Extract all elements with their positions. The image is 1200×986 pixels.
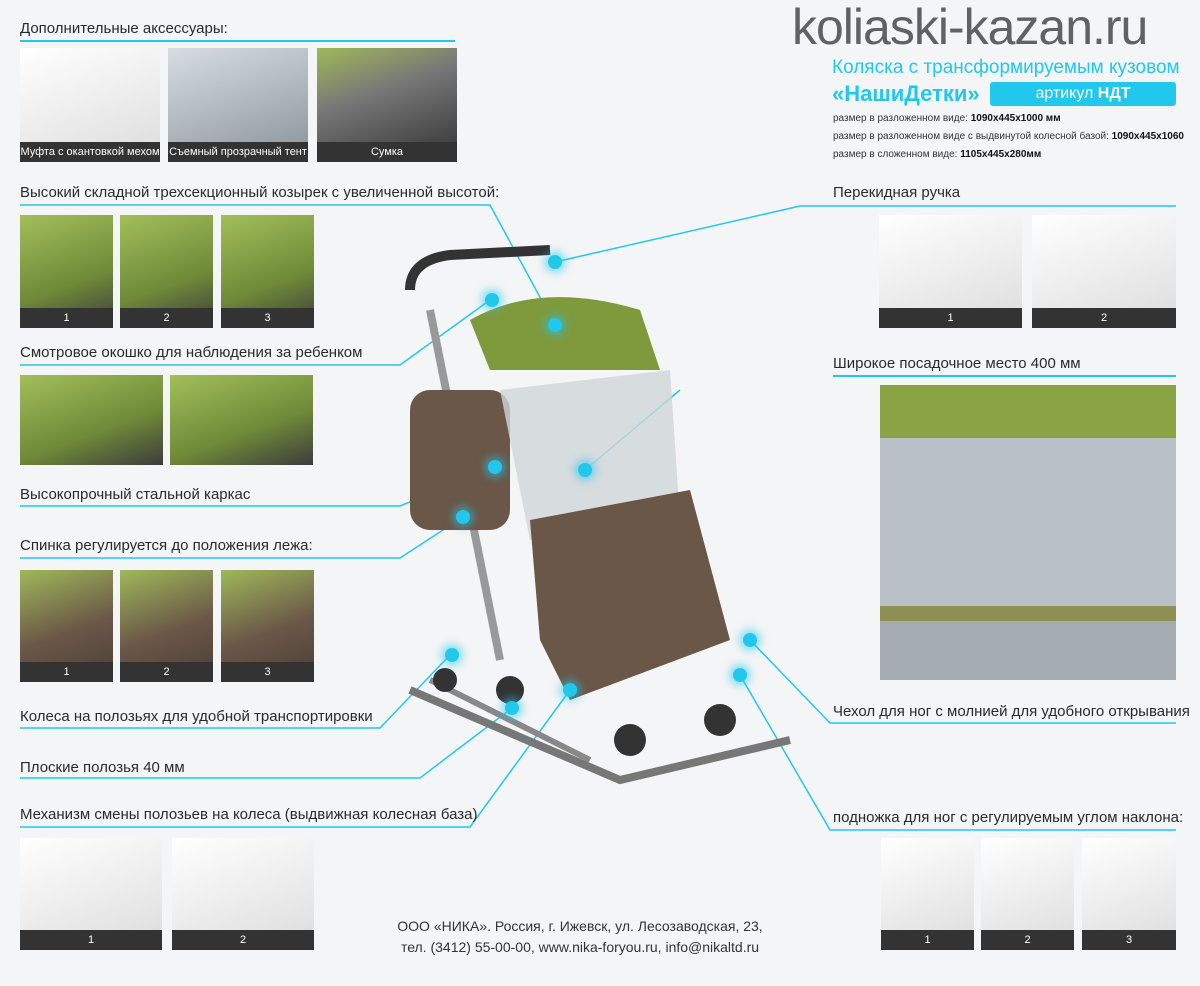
caption: Муфта с окантовкой мехом: [20, 142, 160, 162]
visor-image-1: 1: [20, 215, 113, 328]
stroller-sled-image: [405, 245, 791, 785]
hotspot-window[interactable]: [485, 293, 499, 307]
divider: [833, 375, 1176, 377]
accessory-muff-image: Муфта с окантовкой мехом: [20, 48, 160, 162]
backrest-title: Спинка регулируется до положения лежа:: [20, 537, 313, 554]
footrest-image-1: 1: [881, 838, 974, 950]
spec-extended: размер в разложенном виде с выдвинутой к…: [833, 131, 1184, 142]
mechanism-image-1: 1: [20, 838, 162, 950]
caption: 3: [221, 662, 314, 682]
caption: 2: [120, 662, 213, 682]
caption: 2: [172, 930, 314, 950]
article-label: артикул: [1035, 85, 1094, 102]
caption: Сумка: [317, 142, 457, 162]
wheels-title: Колеса на полозьях для удобной транспорт…: [20, 708, 373, 725]
hotspot-backrest[interactable]: [456, 510, 470, 524]
hotspot-frame[interactable]: [488, 460, 502, 474]
hotspot-visor[interactable]: [548, 318, 562, 332]
caption: 1: [879, 308, 1022, 328]
caption: 1: [20, 308, 113, 328]
caption: 3: [1082, 930, 1176, 950]
window-image-closed: [20, 375, 163, 465]
mechanism-image-2: 2: [172, 838, 314, 950]
spec-unfolded: размер в разложенном виде: 1090x445x1000…: [833, 113, 1061, 124]
product-name: «НашиДетки»: [832, 81, 980, 106]
caption: 2: [120, 308, 213, 328]
window-title: Смотровое окошко для наблюдения за ребен…: [20, 344, 363, 361]
hotspot-cover[interactable]: [743, 633, 757, 647]
accessory-raincover-image: Съемный прозрачный тент: [168, 48, 308, 162]
seat-image: [880, 385, 1176, 680]
handle-title: Перекидная ручка: [833, 184, 961, 201]
divider: [20, 40, 455, 42]
backrest-image-3: 3: [221, 570, 314, 682]
caption: 2: [981, 930, 1074, 950]
caption: 3: [221, 308, 314, 328]
footrest-image-2: 2: [981, 838, 1074, 950]
caption: 1: [20, 930, 162, 950]
backrest-image-1: 1: [20, 570, 113, 682]
hotspot-footrest[interactable]: [733, 668, 747, 682]
hotspot-handle[interactable]: [548, 255, 562, 269]
hotspot-seat[interactable]: [578, 463, 592, 477]
footer-contacts[interactable]: тел. (3412) 55-00-00, www.nika-foryou.ru…: [400, 939, 760, 955]
cover-title: Чехол для ног с молнией для удобного отк…: [833, 703, 1190, 720]
visor-image-2: 2: [120, 215, 213, 328]
handle-image-2: 2: [1032, 215, 1176, 328]
caption: 1: [881, 930, 974, 950]
footer: ООО «НИКА». Россия, г. Ижевск, ул. Лесоз…: [340, 916, 820, 958]
article-badge: артикул НДТ: [990, 82, 1176, 106]
footrest-title: подножка для ног с регулируемым углом на…: [833, 809, 1184, 826]
watermark: koliaski-kazan.ru: [792, 0, 1148, 55]
seat-title: Широкое посадочное место 400 мм: [833, 355, 1081, 372]
caption: 1: [20, 662, 113, 682]
article-code: НДТ: [1097, 85, 1131, 102]
backrest-image-2: 2: [120, 570, 213, 682]
hotspot-mechanism[interactable]: [563, 683, 577, 697]
spec-folded: размер в сложенном виде: 1105x445x280мм: [833, 149, 1042, 160]
caption: Съемный прозрачный тент: [168, 142, 308, 162]
accessories-title: Дополнительные аксессуары:: [20, 20, 228, 37]
window-image-open: [170, 375, 313, 465]
hotspot-skis[interactable]: [505, 701, 519, 715]
handle-image-1: 1: [879, 215, 1022, 328]
footer-address: ООО «НИКА». Россия, г. Ижевск, ул. Лесоз…: [397, 918, 763, 934]
footrest-image-3: 3: [1082, 838, 1176, 950]
caption: 2: [1032, 308, 1176, 328]
visor-image-3: 3: [221, 215, 314, 328]
product-subtitle: Коляска с трансформируемым кузовом: [832, 57, 1180, 78]
hotspot-wheels[interactable]: [445, 648, 459, 662]
mechanism-title: Механизм смены полозьев на колеса (выдви…: [20, 806, 478, 823]
visor-title: Высокий складной трехсекционный козырек …: [20, 184, 500, 201]
skis-title: Плоские полозья 40 мм: [20, 759, 185, 776]
accessory-bag-image: Сумка: [317, 48, 457, 162]
frame-title: Высокопрочный стальной каркас: [20, 486, 251, 503]
